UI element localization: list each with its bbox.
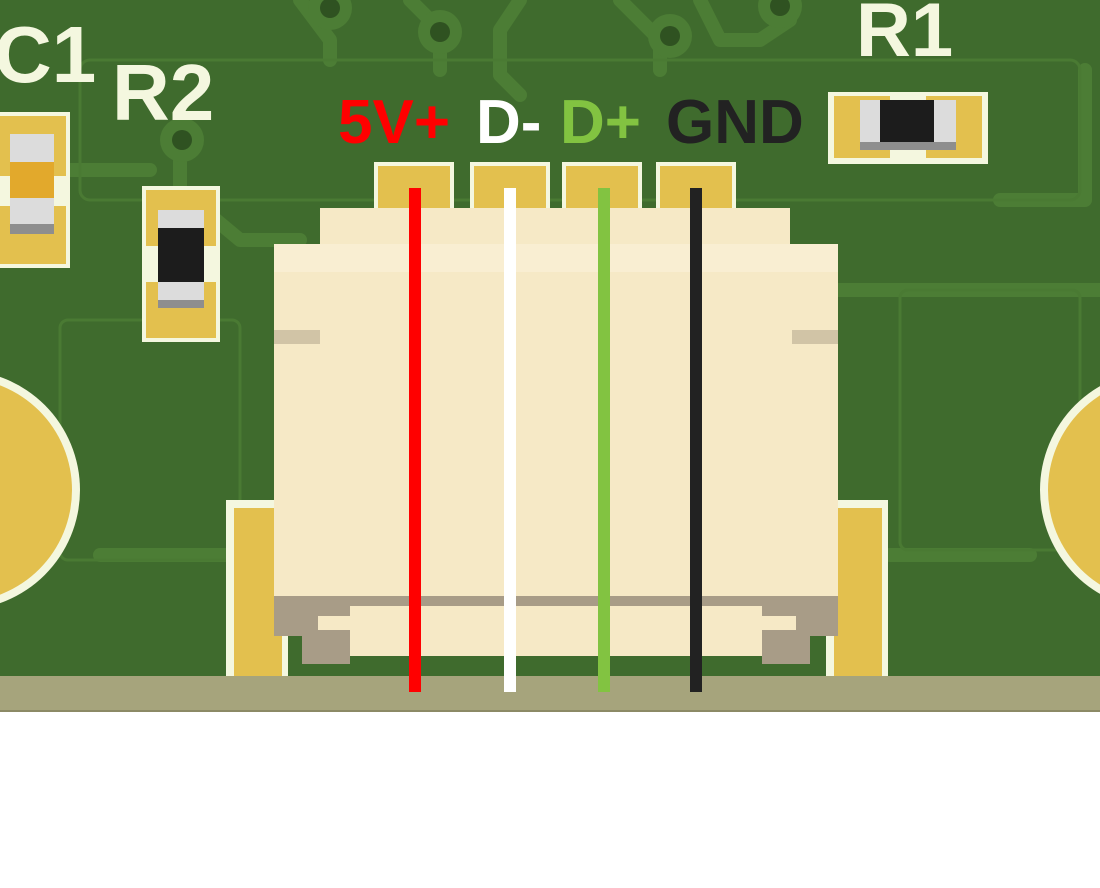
silkscreen-c1: C1 — [0, 10, 96, 99]
wire-d-plus — [598, 188, 610, 692]
connector-housing — [274, 208, 838, 664]
silkscreen-r1: R1 — [856, 0, 953, 73]
mounting-pad-left — [0, 376, 80, 604]
wire-d-minus — [504, 188, 516, 692]
vias — [160, 0, 802, 162]
component-r1 — [828, 92, 988, 164]
pin-label-gnd: GND — [666, 88, 804, 157]
board-edge-line — [0, 710, 1100, 712]
wire-gnd — [690, 188, 702, 692]
silkscreen-r2: R2 — [112, 48, 214, 137]
mounting-pad-right — [1040, 386, 1100, 594]
pin-label-d-plus: D+ — [560, 88, 641, 157]
wire-5v — [409, 188, 421, 692]
pin-label-d-minus: D- — [476, 88, 541, 157]
component-c1 — [0, 112, 70, 268]
component-r2 — [142, 186, 220, 342]
wires — [409, 188, 702, 692]
pin-label-5v: 5V+ — [338, 88, 450, 157]
board-edge — [0, 676, 1100, 712]
